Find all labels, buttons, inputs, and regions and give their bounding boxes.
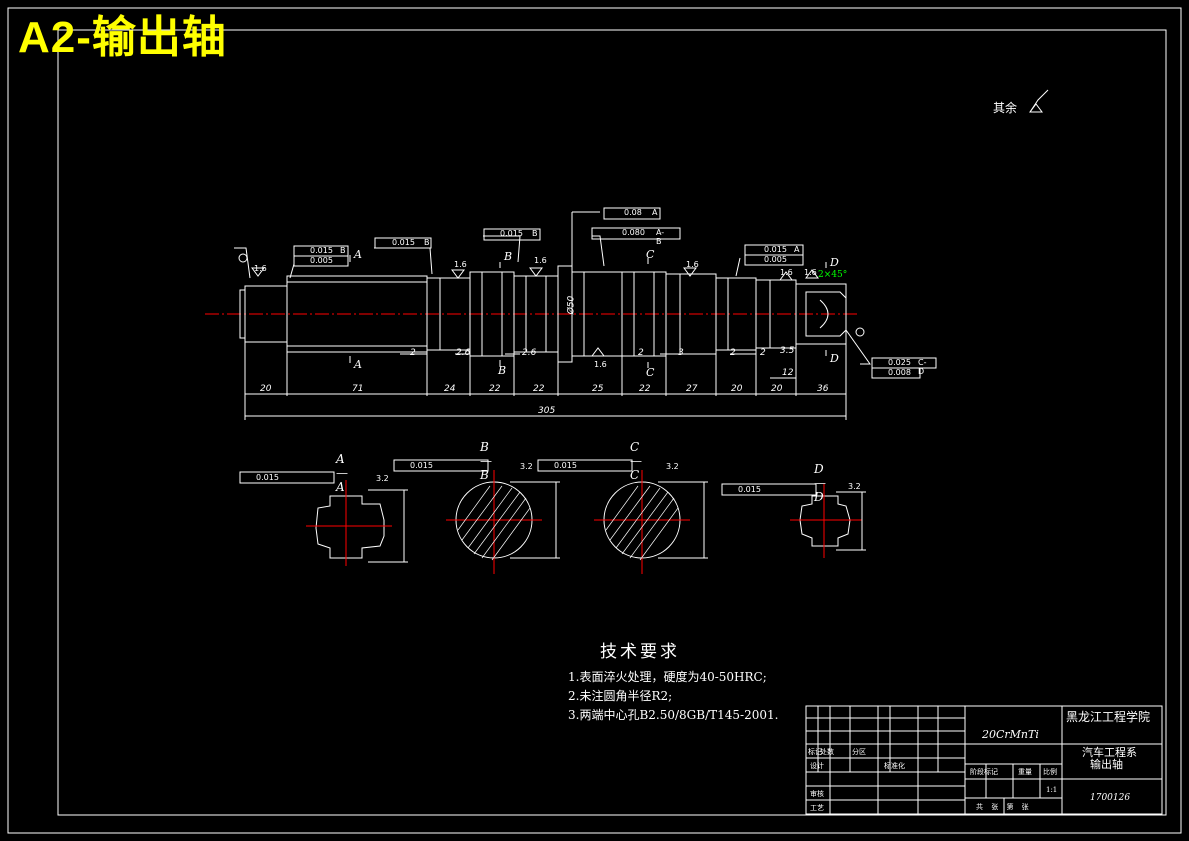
dim-small-7: 2 xyxy=(760,348,766,358)
tol-cc-value: 0.015 xyxy=(554,461,577,470)
tol-5-datum: A xyxy=(794,245,800,254)
tol-1-datum: B xyxy=(340,246,346,255)
tb-count-label: 处数 xyxy=(820,748,834,756)
ra-1: 1.6 xyxy=(254,264,267,273)
section-mark-b-bottom: B xyxy=(498,364,507,377)
dim-seg-4: 22 xyxy=(489,384,501,394)
tol-6-value: 0.005 xyxy=(310,256,333,265)
dim-small-2: 2.6 xyxy=(456,348,471,358)
section-mark-a-bottom: A xyxy=(354,358,362,371)
ra-3: 1.6 xyxy=(534,256,547,265)
tol-3-datum: A xyxy=(652,208,658,217)
title-block-grid xyxy=(805,705,1163,815)
ra-9: 3.2 xyxy=(666,462,679,471)
dim-seg-3: 24 xyxy=(444,384,456,394)
tol-2-datum: B xyxy=(424,238,430,247)
tb-zone-label: 分区 xyxy=(852,748,866,756)
dim-small-9: 3.5 xyxy=(780,346,795,356)
ra-10: 3.2 xyxy=(848,482,861,491)
chamfer-note: 2×45° xyxy=(818,270,848,280)
dim-diam-main: Ø50 xyxy=(566,295,577,315)
surface-roughness-note: 其余 xyxy=(993,101,1018,115)
annotation-leaders xyxy=(234,89,1049,365)
dim-small-3: 2.6 xyxy=(522,348,537,358)
dim-seg-7: 22 xyxy=(639,384,651,394)
tb-sheets-label: 共 张 第 张 xyxy=(976,803,1029,811)
tech-requirement-1: 1.表面淬火处理，硬度为40-50HRC; xyxy=(568,670,767,684)
tb-std-label: 标准化 xyxy=(884,762,905,770)
tol-10-value: 0.008 xyxy=(888,368,911,377)
tol-9-value: 0.025 xyxy=(888,358,911,367)
section-views xyxy=(306,470,866,574)
tb-scale: 1:1 xyxy=(1046,786,1058,794)
dim-total: 305 xyxy=(538,406,556,416)
tech-requirement-2: 2.未注圆角半径R2; xyxy=(568,689,673,703)
tol-4-datum: A-B xyxy=(656,228,665,246)
tol-bb-value: 0.015 xyxy=(410,461,433,470)
tol-9-datum: C-D xyxy=(918,358,927,376)
ra-7: 3.2 xyxy=(376,474,389,483)
tb-department: 汽车工程系 xyxy=(1082,746,1137,759)
ra-4: 1.6 xyxy=(686,260,699,269)
ra-8: 3.2 xyxy=(520,462,533,471)
section-title-bb: B—B xyxy=(480,440,492,482)
tol-8-value: 0.005 xyxy=(764,255,787,264)
section-title-aa: A—A xyxy=(336,452,348,494)
tol-dd-value: 0.015 xyxy=(738,485,761,494)
tol-3b-value: 0.015 xyxy=(500,229,523,238)
ra-5: 1.6 xyxy=(780,268,793,277)
tol-1-value: 0.015 xyxy=(310,246,333,255)
ra-2: 1.6 xyxy=(454,260,467,269)
tb-school: 黑龙江工程学院 xyxy=(1066,710,1151,724)
dim-seg-2: 71 xyxy=(352,384,364,394)
dim-small-1: 2 xyxy=(410,348,416,358)
sheet-title: A2-输出轴 xyxy=(18,13,227,62)
section-mark-c-top: C xyxy=(646,248,655,261)
tb-part-name: 输出轴 xyxy=(1090,758,1123,771)
section-mark-d-top: D xyxy=(830,256,839,269)
tb-scale-label: 比例 xyxy=(1043,768,1057,776)
dim-seg-9: 20 xyxy=(731,384,743,394)
inner-frame xyxy=(57,29,1167,816)
dim-seg-6: 25 xyxy=(592,384,604,394)
tol-4-value: 0.080 xyxy=(622,228,645,237)
tb-mark-label: 标记 xyxy=(808,748,822,756)
dim-small-4: 2 xyxy=(638,348,644,358)
tol-aa-value: 0.015 xyxy=(256,473,279,482)
dim-small-6: 2 xyxy=(730,348,736,358)
section-hatching xyxy=(457,485,679,561)
tech-requirements-title: 技术要求 xyxy=(600,642,680,662)
dim-seg-8: 27 xyxy=(686,384,698,394)
ra-6: 1.6 xyxy=(594,360,607,369)
tol-3b-datum: B xyxy=(532,229,538,238)
tb-drawing-no: 1700126 xyxy=(1090,793,1131,803)
section-mark-c-bottom: C xyxy=(646,366,655,379)
tol-5-value: 0.015 xyxy=(764,245,787,254)
dim-seg-5: 22 xyxy=(533,384,545,394)
dim-seg-1: 20 xyxy=(260,384,272,394)
tb-design-label: 设计 xyxy=(810,762,824,770)
tol-2-value: 0.015 xyxy=(392,238,415,247)
tb-material: 20CrMnTi xyxy=(982,728,1039,741)
section-title-cc: C—C xyxy=(630,440,642,482)
tol-3-value: 0.08 xyxy=(624,208,642,217)
shaft-main-view xyxy=(205,211,860,420)
tech-requirement-3: 3.两端中心孔B2.50/8GB/T145-2001. xyxy=(568,708,779,722)
ra-11: 1.6 xyxy=(804,268,817,277)
section-mark-a-top: A xyxy=(354,248,362,261)
dim-seg-11: 36 xyxy=(817,384,829,394)
tb-process-label: 工艺 xyxy=(810,804,824,812)
tb-review-label: 审核 xyxy=(810,790,824,798)
outer-border xyxy=(7,7,1182,834)
dim-small-5: 3 xyxy=(678,348,684,358)
tb-stage-label: 阶段标记 xyxy=(970,768,998,776)
section-mark-b-top: B xyxy=(504,250,513,263)
section-mark-d-bottom: D xyxy=(830,352,839,365)
dim-small-8: 12 xyxy=(782,368,794,378)
feature-frames xyxy=(239,207,937,496)
tb-weight-label: 重量 xyxy=(1018,768,1032,776)
dim-seg-10: 20 xyxy=(771,384,783,394)
section-title-dd: D—D xyxy=(814,462,826,504)
